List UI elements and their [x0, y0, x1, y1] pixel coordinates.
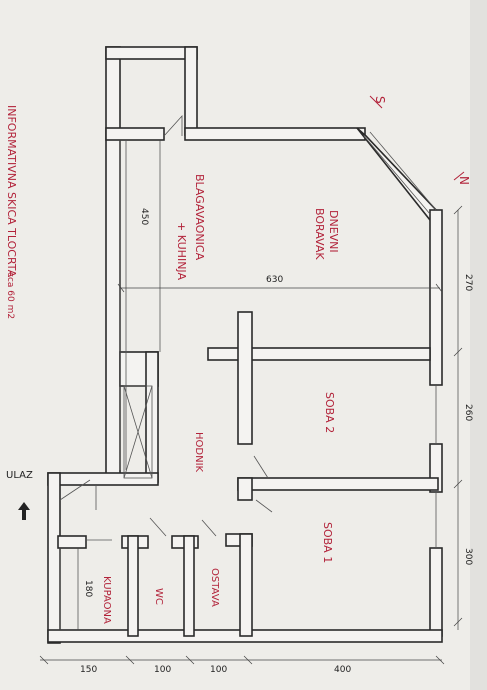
dimension-lines	[39, 140, 463, 665]
dim-bottom-4: 400	[334, 665, 351, 675]
dim-bottom-1: 150	[80, 665, 97, 675]
room-bathroom: KUPAONA	[101, 576, 112, 624]
room-living-line1: DNEVNI	[327, 210, 340, 253]
paper-edge	[470, 0, 487, 690]
dim-bottom-3: 100	[210, 665, 227, 675]
fixtures	[59, 114, 437, 630]
north-arrow	[453, 171, 465, 181]
room-hall: HODNIK	[193, 432, 204, 473]
sketch-title: INFORMATIVNA SKICA TLOCRTA	[5, 105, 18, 278]
room-wc: WC	[153, 588, 164, 605]
south-arrow	[369, 95, 383, 109]
dim-right-3: 300	[463, 548, 473, 565]
entrance-arrow-icon	[18, 502, 30, 520]
dim-bath-inner: 180	[83, 580, 93, 597]
room-1: SOBA 1	[321, 522, 334, 563]
area-label: cca 60 m2	[5, 272, 15, 319]
dim-right-2: 260	[463, 404, 473, 421]
entrance-label: ULAZ	[6, 470, 33, 481]
dim-kitchen-depth: 450	[139, 208, 149, 225]
room-dining: BLAGAVAONICA	[193, 174, 206, 261]
room-kitchen: + KUHINJA	[175, 222, 188, 280]
room-living-line2: BORAVAK	[313, 208, 326, 260]
dim-total-width: 630	[266, 275, 283, 285]
south-marker: S	[373, 96, 387, 104]
dim-bottom-2: 100	[154, 665, 171, 675]
north-marker: N	[457, 176, 471, 185]
room-2: SOBA 2	[323, 392, 336, 433]
room-storage: OSTAVA	[209, 568, 220, 607]
dim-right-1: 270	[463, 274, 473, 291]
